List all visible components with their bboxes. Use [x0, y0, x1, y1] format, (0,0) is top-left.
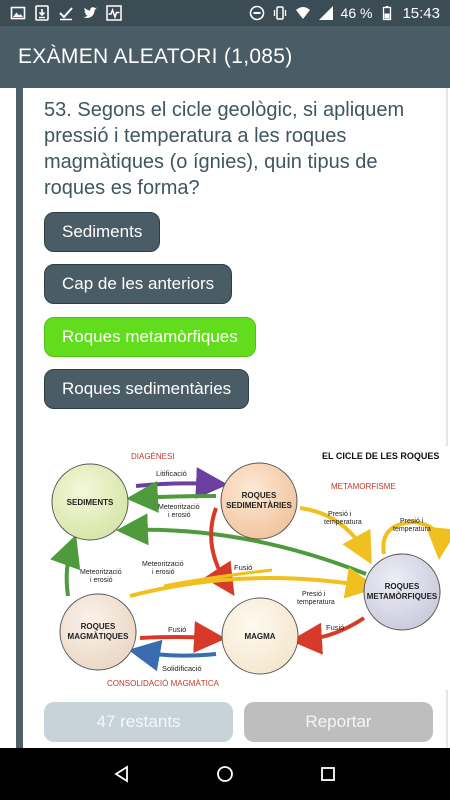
activity-icon	[106, 5, 122, 21]
node-magma-label: MAGMA	[244, 632, 275, 641]
label-consolidacio: CONSOLIDACIÓ MAGMÀTICA	[107, 679, 220, 688]
signal-icon	[318, 5, 334, 21]
answer-option-sedimentary[interactable]: Roques sedimentàries	[44, 369, 250, 409]
remaining-button[interactable]: 47 restants	[44, 702, 233, 742]
page-title: EXÀMEN ALEATORI (1,085)	[18, 45, 293, 68]
left-rail	[16, 88, 23, 748]
label-diagenesi: DIAGÈNESI	[131, 452, 175, 461]
app-bar: EXÀMEN ALEATORI (1,085)	[0, 26, 450, 88]
label-litificacio: Litificació	[156, 469, 187, 478]
label-meteor1-2: i erosió	[168, 512, 191, 519]
arrow-pt-loop	[381, 519, 450, 560]
arrow-meteor2	[116, 513, 367, 576]
label-meteor1-1: Meteorització	[158, 504, 200, 511]
battery-icon	[379, 5, 395, 21]
dnd-icon	[249, 5, 265, 21]
answer-option-sediments[interactable]: Sediments	[44, 212, 161, 252]
answer-option-metamorphic[interactable]: Roques metamòrfiques	[44, 317, 256, 357]
label-pt3-2: temperatura	[393, 526, 431, 533]
label-pt1-1: Presió i	[328, 511, 352, 518]
node-magmatiques-label-2: MAGMÀTIQUES	[68, 632, 130, 641]
twitter-icon	[82, 5, 98, 21]
node-metamorfiques-label-1: ROQUES	[385, 582, 420, 591]
node-sediments	[51, 463, 129, 541]
label-meteor3-1: Meteorització	[80, 569, 122, 576]
label-fusio3: Fusió	[168, 625, 186, 634]
label-fusio1: Fusió	[234, 563, 252, 572]
rock-cycle-diagram: EL CICLE DE LES ROQUES DIAGÈNESI METAMOR…	[44, 446, 450, 690]
arrow-pt1	[299, 506, 372, 565]
node-magma	[221, 597, 299, 675]
label-pt2-2: temperatura	[297, 599, 335, 606]
node-metamorfiques-label-2: METAMÒRFIQUES	[367, 592, 438, 601]
answer-option-none-of-above[interactable]: Cap de les anteriors	[44, 264, 233, 304]
navigation-bar	[0, 748, 450, 800]
label-pt2-1: Presió i	[302, 591, 326, 598]
home-icon[interactable]	[213, 762, 237, 786]
node-magmatiques-label-1: ROQUES	[81, 622, 116, 631]
label-metamorfisme: METAMORFISME	[331, 482, 396, 491]
label-meteor3-2: i erosió	[90, 577, 113, 584]
arrow-fusio-mag	[139, 621, 226, 653]
node-magmatiques	[59, 593, 137, 671]
label-pt3-1: Presió i	[400, 518, 424, 525]
back-icon[interactable]	[110, 762, 134, 786]
check-icon	[58, 5, 74, 21]
arrow-meteor1	[126, 480, 217, 513]
arrow-fusio-met	[290, 616, 366, 655]
label-meteor2-1: Meteorització	[142, 561, 184, 568]
battery-percent: 46 %	[340, 5, 373, 21]
label-pt1-2: temperatura	[324, 519, 362, 526]
exam-content[interactable]: 53. Segons el cicle geològic, si aplique…	[0, 88, 450, 748]
scroll-track	[446, 88, 448, 748]
arrow-pt2	[129, 566, 378, 599]
vibrate-icon	[272, 5, 288, 21]
node-sedimentaries-label-2: SEDIMENTÀRIES	[226, 501, 292, 510]
node-sedimentaries-label-1: ROQUES	[242, 491, 277, 500]
arrow-meteor3	[50, 534, 81, 597]
recents-icon[interactable]	[316, 762, 340, 786]
question-text: 53. Segons el cicle geològic, si aplique…	[44, 99, 405, 199]
node-metamorfiques	[363, 553, 441, 631]
diagram-title: EL CICLE DE LES ROQUES	[322, 451, 439, 461]
node-sediments-label: SEDIMENTS	[67, 498, 114, 507]
wifi-icon	[295, 5, 311, 21]
status-bar: 46 % 15:43	[0, 0, 450, 26]
label-fusio2: Fusió	[326, 623, 344, 632]
label-solidificacio: Solidificació	[162, 664, 202, 673]
label-meteor2-2: i erosió	[152, 569, 175, 576]
image-icon	[10, 5, 26, 21]
node-sedimentaries	[220, 462, 298, 540]
status-time: 15:43	[402, 4, 440, 22]
arrow-solidificacio	[128, 639, 217, 672]
arrow-litificacio	[135, 467, 228, 500]
report-button[interactable]: Reportar	[244, 702, 433, 742]
arrow-fusio-bar	[163, 568, 273, 588]
download-icon	[34, 5, 50, 21]
